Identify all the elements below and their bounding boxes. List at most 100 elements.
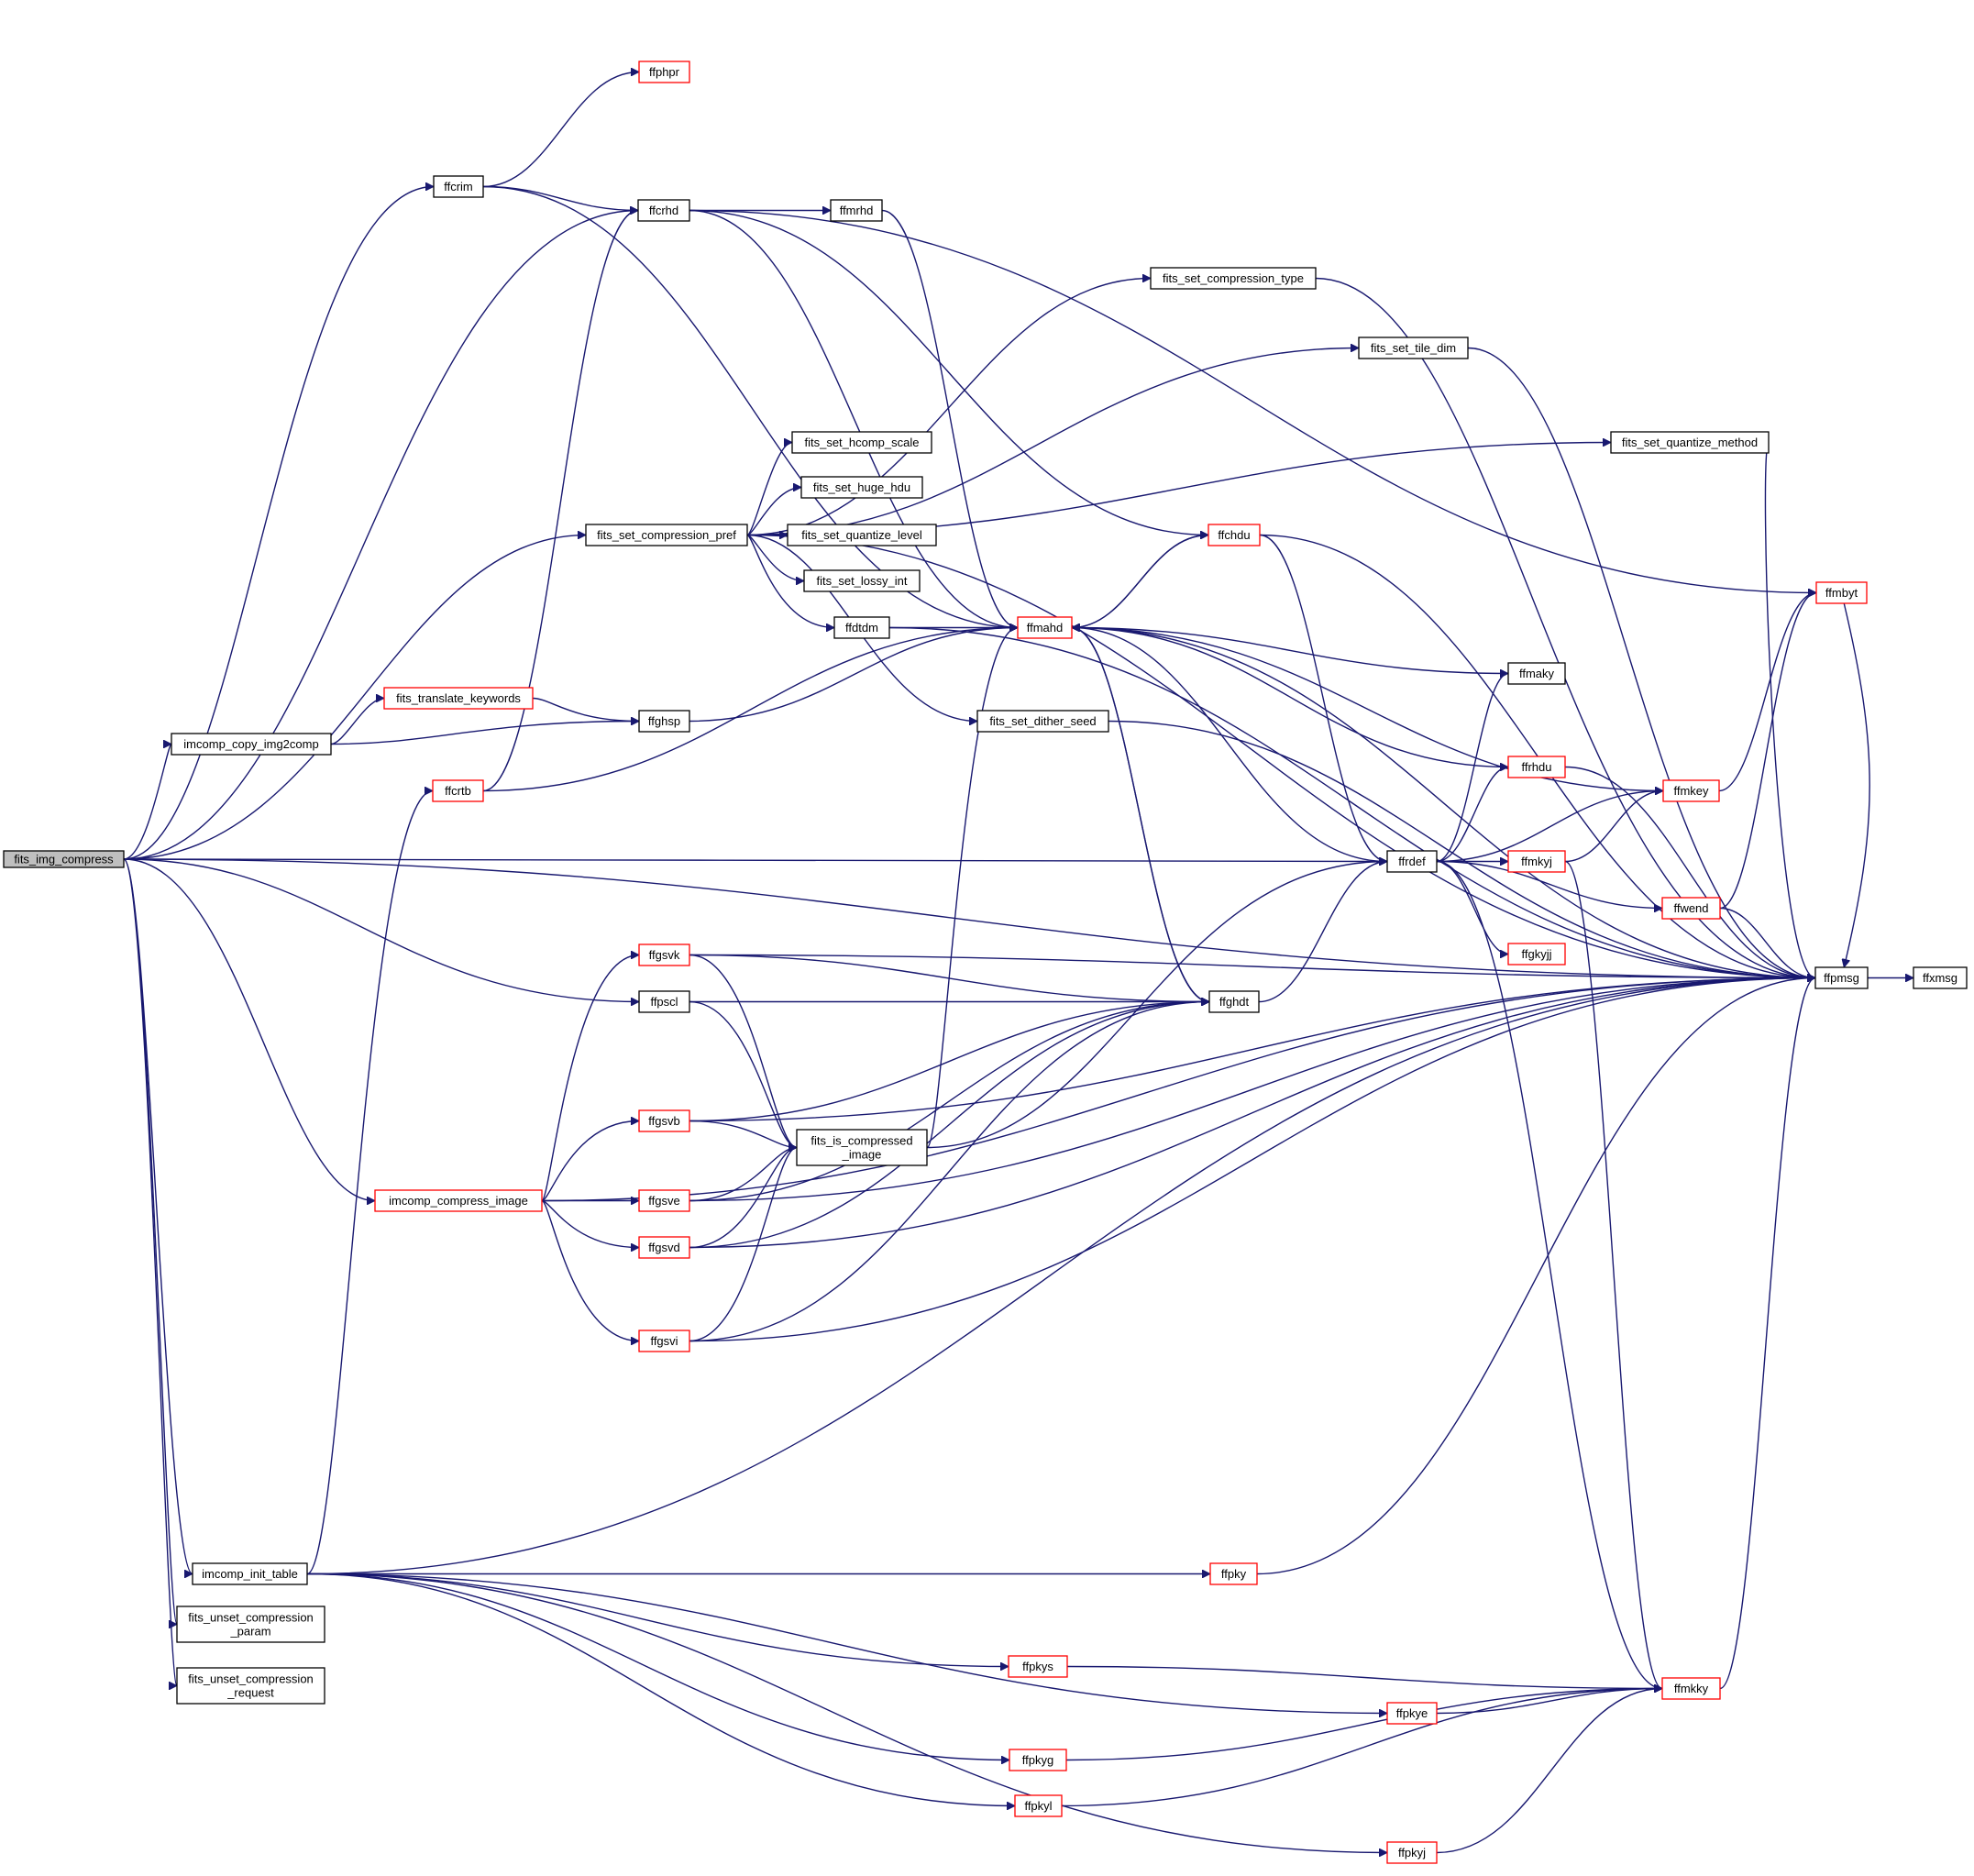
node-label: ffmkey	[1673, 784, 1709, 798]
node-ffmbyt[interactable]: ffmbyt	[1815, 581, 1868, 604]
node-fits-set-lossy-int[interactable]: fits_set_lossy_int	[803, 569, 921, 592]
edge-ffpky-to-ffpmsg	[1256, 978, 1815, 1575]
node-imcomp-compress-image[interactable]: imcomp_compress_image	[374, 1189, 543, 1212]
node-ffghsp[interactable]: ffghsp	[638, 710, 690, 733]
edge-fits-img-compress-to-fits-set-compression-pref	[123, 535, 586, 860]
node-box	[638, 990, 690, 1013]
node-fits-is-compressed-image[interactable]: fits_is_compressed_image	[796, 1129, 928, 1166]
edge-fits-img-compress-to-imcomp-copy-img2comp	[123, 745, 172, 860]
node-ffpkyg[interactable]: ffpkyg	[1009, 1749, 1067, 1771]
node-fits-set-huge-hdu[interactable]: fits_set_huge_hdu	[800, 476, 923, 499]
edge-fits-set-tile-dim-to-ffpmsg	[1467, 347, 1815, 978]
node-box	[1386, 1841, 1438, 1864]
node-ffmkey[interactable]: ffmkey	[1662, 779, 1720, 802]
node-box	[833, 616, 890, 639]
edge-fits-translate-keywords-to-ffghsp	[532, 697, 639, 722]
node-fits-set-compression-type[interactable]: fits_set_compression_type	[1150, 267, 1317, 290]
edge-ffmahd-to-ffchdu	[1071, 535, 1208, 629]
node-ffgsve[interactable]: ffgsve	[638, 1189, 690, 1212]
node-label: ffgsvk	[649, 948, 680, 962]
edge-ffmkyj-to-ffmkky	[1564, 860, 1663, 1689]
node-ffmkky[interactable]: ffmkky	[1661, 1677, 1721, 1700]
node-ffmaky[interactable]: ffmaky	[1507, 662, 1566, 685]
node-ffpkyl[interactable]: ffpkyl	[1014, 1794, 1063, 1817]
edges-layer	[123, 72, 1913, 1853]
node-fits-set-quantize-level[interactable]: fits_set_quantize_level	[787, 524, 937, 546]
node-ffmkyj[interactable]: ffmkyj	[1507, 850, 1566, 873]
node-label: ffphpr	[649, 65, 680, 79]
node-label: fits_set_hcomp_scale	[804, 436, 919, 449]
node-box	[638, 1109, 690, 1132]
node-box	[1209, 1562, 1258, 1585]
edge-ffrdef-to-ffgkyjj	[1436, 860, 1509, 955]
node-imcomp-init-table[interactable]: imcomp_init_table	[192, 1562, 308, 1585]
node-ffcrhd[interactable]: ffcrhd	[637, 199, 690, 222]
node-box	[638, 944, 690, 966]
edge-ffcrtb-to-ffmahd	[482, 628, 1018, 792]
node-box	[383, 687, 534, 710]
node-fits-unset-compression-param[interactable]: fits_unset_compression_param	[176, 1606, 325, 1643]
node-box	[1815, 581, 1868, 604]
node-ffwend[interactable]: ffwend	[1661, 897, 1721, 920]
node-label: fits_is_compressed	[811, 1134, 912, 1148]
node-fits-set-quantize-method[interactable]: fits_set_quantize_method	[1610, 431, 1770, 454]
node-box	[1814, 966, 1869, 989]
node-ffpky[interactable]: ffpky	[1209, 1562, 1258, 1585]
node-ffmahd[interactable]: ffmahd	[1017, 616, 1073, 639]
node-ffghdt[interactable]: ffghdt	[1208, 990, 1260, 1013]
node-ffxmsg[interactable]: ffxmsg	[1913, 966, 1968, 989]
node-label: fits_set_dither_seed	[989, 714, 1096, 728]
node-ffchdu[interactable]: ffchdu	[1208, 524, 1261, 546]
node-label: ffmahd	[1027, 621, 1064, 635]
node-fits-set-hcomp-scale[interactable]: fits_set_hcomp_scale	[791, 431, 932, 454]
node-ffmrhd[interactable]: ffmrhd	[830, 199, 883, 222]
node-label: ffpkyl	[1024, 1799, 1052, 1813]
node-ffcrim[interactable]: ffcrim	[433, 175, 484, 198]
node-ffgsvd[interactable]: ffgsvd	[638, 1236, 690, 1259]
node-fits-set-compression-pref[interactable]: fits_set_compression_pref	[585, 524, 748, 546]
node-ffpscl[interactable]: ffpscl	[638, 990, 690, 1013]
node-ffpkys[interactable]: ffpkys	[1008, 1655, 1068, 1678]
node-box	[787, 524, 937, 546]
edge-imcomp-compress-image-to-ffpmsg	[541, 978, 1815, 1202]
node-fits-img-compress[interactable]: fits_img_compress	[3, 850, 125, 868]
node-ffpkye[interactable]: ffpkye	[1386, 1702, 1438, 1725]
edge-fits-set-compression-pref-to-fits-set-compression-type	[746, 279, 1151, 536]
edge-ffrdef-to-ffmahd	[1072, 628, 1388, 863]
node-label: fits_set_compression_pref	[597, 528, 736, 542]
node-ffgsvi[interactable]: ffgsvi	[638, 1330, 690, 1352]
node-ffgsvb[interactable]: ffgsvb	[638, 1109, 690, 1132]
node-ffpmsg[interactable]: ffpmsg	[1814, 966, 1869, 989]
node-ffgkyjj[interactable]: ffgkyjj	[1507, 943, 1566, 966]
node-ffdtdm[interactable]: ffdtdm	[833, 616, 890, 639]
node-fits-translate-keywords[interactable]: fits_translate_keywords	[383, 687, 534, 710]
edge-ffrhdu-to-ffpmsg	[1564, 766, 1815, 978]
node-fits-unset-compression-request[interactable]: fits_unset_compression_request	[176, 1667, 325, 1705]
node-fits-set-dither-seed[interactable]: fits_set_dither_seed	[976, 710, 1109, 733]
node-imcomp-copy-img2comp[interactable]: imcomp_copy_img2comp	[171, 733, 332, 756]
node-label: ffcrhd	[649, 204, 678, 217]
node-ffpkyj[interactable]: ffpkyj	[1386, 1841, 1438, 1864]
node-box	[638, 1236, 690, 1259]
edge-ffghsp-to-ffmahd	[689, 628, 1018, 723]
edge-fits-img-compress-to-ffrdef	[123, 859, 1387, 862]
node-ffrdef[interactable]: ffrdef	[1386, 850, 1438, 873]
node-box	[796, 1129, 928, 1166]
edge-fits-set-compression-pref-to-ffdtdm	[746, 534, 834, 628]
edge-imcomp-init-table-to-ffpmsg	[306, 978, 1815, 1575]
node-label: ffchdu	[1218, 528, 1250, 542]
node-box	[3, 850, 125, 868]
node-ffgsvk[interactable]: ffgsvk	[638, 944, 690, 966]
node-ffrhdu[interactable]: ffrhdu	[1507, 756, 1566, 778]
edge-imcomp-compress-image-to-ffgsvk	[541, 955, 639, 1202]
node-box	[192, 1562, 308, 1585]
node-fits-set-tile-dim[interactable]: fits_set_tile_dim	[1358, 337, 1469, 359]
node-ffphpr[interactable]: ffphpr	[638, 61, 690, 83]
edge-ffwend-to-ffpmsg	[1719, 907, 1815, 978]
edge-fits-set-quantize-method-to-ffpmsg	[1764, 441, 1816, 978]
node-ffcrtb[interactable]: ffcrtb	[432, 779, 484, 802]
node-label: ffmkky	[1674, 1682, 1709, 1695]
node-label: ffgkyjj	[1522, 947, 1552, 961]
edge-imcomp-compress-image-to-ffgsvd	[541, 1199, 639, 1248]
